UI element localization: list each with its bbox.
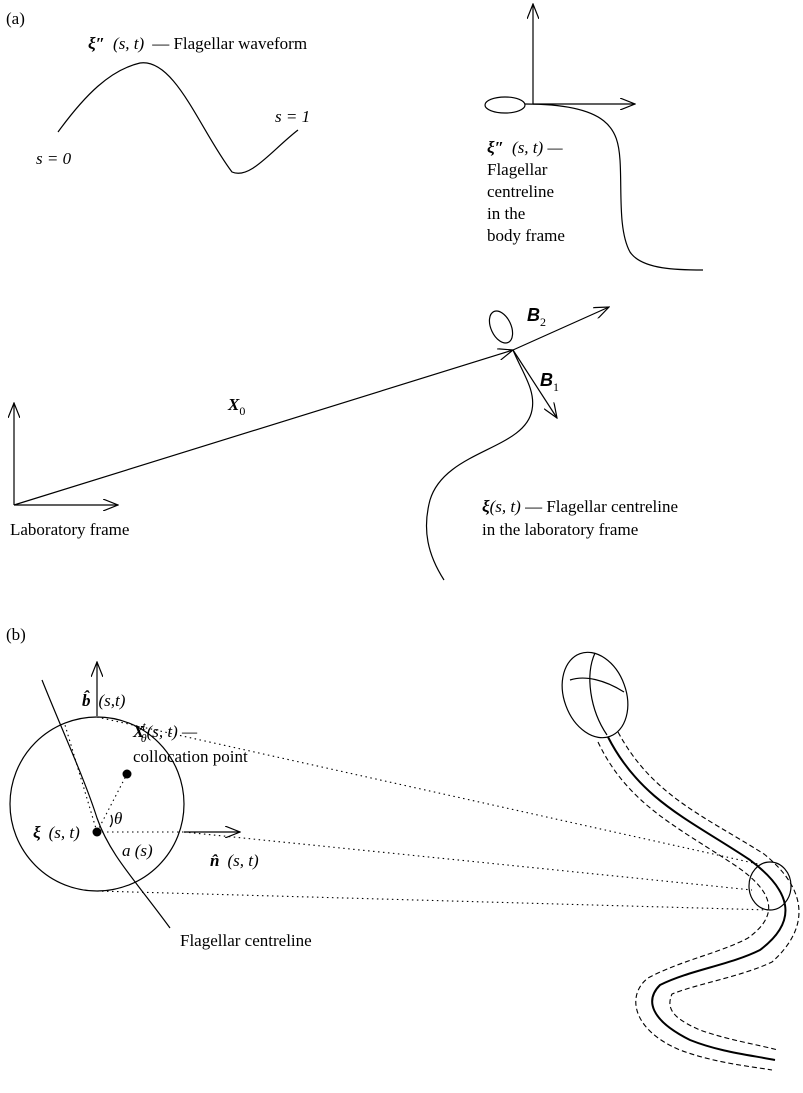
b1-vector <box>512 349 557 418</box>
collocation-point <box>122 769 132 779</box>
centre-point <box>92 827 102 837</box>
waveform-label: ξ″ (s, t) — Flagellar waveform <box>88 34 307 53</box>
b2-vector <box>512 307 609 351</box>
x0-vector <box>13 350 513 506</box>
lab-centreline <box>425 349 534 581</box>
projection-line-mid <box>183 831 753 891</box>
projection-line-bottom <box>96 890 771 911</box>
theta-arc <box>109 814 113 828</box>
body-frame-line1: Flagellar <box>487 160 548 179</box>
flagellum-envelope-left <box>597 741 773 1071</box>
b1-label: B1 <box>540 370 559 394</box>
s-one-label: s = 1 <box>275 107 310 126</box>
body-frame-line4: body frame <box>487 226 565 245</box>
sperm-head-band <box>569 677 625 693</box>
sperm-head <box>561 651 629 739</box>
body-frame-group: ξ″ (s, t) — Flagellar centreline in the … <box>484 4 704 271</box>
x0-label: X0 <box>227 395 245 418</box>
sperm-cell-group <box>561 651 800 1071</box>
flagellum-centreline <box>607 736 787 1061</box>
n-hat-label: n̂ (s, t) <box>210 851 259 870</box>
b-hat-label: b̂ (s,t) <box>82 691 126 710</box>
cell-body-ellipse <box>484 96 526 114</box>
panel-a-label: (a) <box>6 9 25 28</box>
theta-label: θ <box>114 809 122 828</box>
flagellum-cross-section <box>748 861 792 911</box>
body-frame-line2: centreline <box>487 182 554 201</box>
s-zero-label: s = 0 <box>36 149 72 168</box>
cross-section-circle <box>9 716 185 892</box>
waveform-group: ξ″ (s, t) — Flagellar waveform s = 0 s =… <box>36 34 310 174</box>
waveform-curve <box>57 62 299 174</box>
lab-frame-group: X0 Laboratory frame B2 B1 ξ(s, t) — Flag… <box>10 305 678 581</box>
lab-centreline-label-2: in the laboratory frame <box>482 520 638 539</box>
lab-frame-label: Laboratory frame <box>10 520 129 539</box>
body-frame-title: ξ″ (s, t) — <box>487 138 563 157</box>
radius-label: a (s) <box>122 841 153 860</box>
body-frame-line3: in the <box>487 204 525 223</box>
cross-section-centreline <box>41 679 171 929</box>
dotted-diameter <box>64 724 98 833</box>
b2-label: B2 <box>527 305 546 329</box>
lab-cell-body <box>488 310 514 344</box>
body-frame-centreline <box>524 103 704 271</box>
lab-centreline-label-1: ξ(s, t) — Flagellar centreline <box>482 497 678 516</box>
flagellum-envelope-right <box>617 731 800 1051</box>
collocation-radius <box>96 773 128 833</box>
sperm-head-band-2 <box>589 652 608 736</box>
panel-b-label: (b) <box>6 625 26 644</box>
xi-label: ξ (s, t) <box>33 823 80 842</box>
centreline-label: Flagellar centreline <box>180 931 312 950</box>
collocation-label-2: collocation point <box>133 747 248 766</box>
